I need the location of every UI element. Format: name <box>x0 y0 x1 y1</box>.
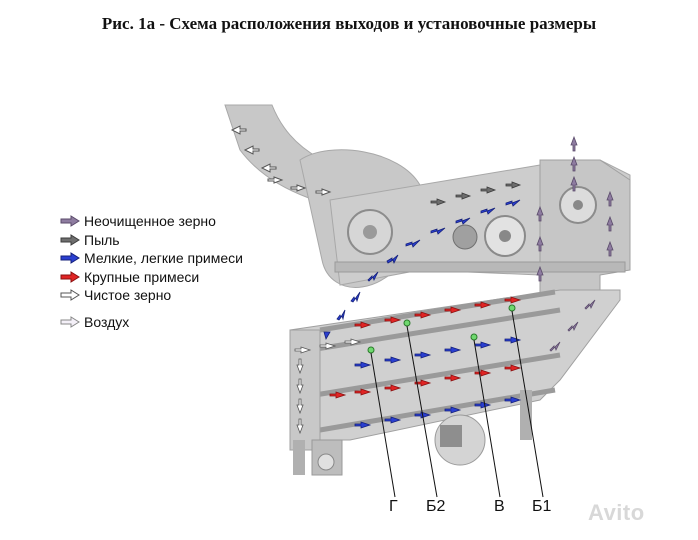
flow-coarse-impurities <box>329 296 522 399</box>
sieve-deck-4 <box>319 387 556 433</box>
frame-top-bar <box>334 261 626 273</box>
flow-small-impurities <box>354 336 522 429</box>
legend-label: Неочищенное зерно <box>84 213 216 230</box>
legend-label: Пыль <box>84 231 120 248</box>
legend-item-light-impurities: Мелкие, легкие примеси <box>60 249 243 268</box>
leg-left <box>293 440 305 475</box>
flow-dust <box>430 181 522 206</box>
callout-lines <box>370 310 544 498</box>
watermark-logo: Avito <box>588 500 645 525</box>
legend-item-raw-grain: Неочищенное зерно <box>60 212 243 231</box>
arrow-right-icon <box>60 315 80 328</box>
callout-b2: Б2 <box>426 498 446 515</box>
flow-air <box>230 125 332 196</box>
flow-light-impurities <box>323 199 521 341</box>
pulley-small <box>452 224 478 250</box>
callout-b1: Б1 <box>532 498 552 515</box>
arrow-right-icon <box>60 270 80 283</box>
arrow-right-icon <box>60 233 80 246</box>
flow-clean-grain <box>294 338 362 435</box>
arrow-right-icon <box>60 215 80 228</box>
leg-right <box>520 390 532 440</box>
outlet-markers <box>367 304 516 354</box>
arrow-right-icon <box>60 289 80 302</box>
legend-label: Воздух <box>84 313 130 330</box>
page-title: Рис. 1а - Схема расположения выходов и у… <box>101 14 597 33</box>
legend-label: Крупные примеси <box>84 268 200 285</box>
legend-item-clean-grain: Чистое зерно <box>60 286 243 305</box>
legend: Неочищенное зерно Пыль Мелкие, легкие пр… <box>60 212 243 331</box>
legend-label: Мелкие, легкие примеси <box>84 250 243 267</box>
legend-label: Чистое зерно <box>84 287 172 304</box>
legend-item-coarse-impurities: Крупные примеси <box>60 268 243 287</box>
legend-item-air: Воздух <box>60 313 243 332</box>
arrow-right-icon <box>60 252 80 265</box>
legend-item-dust: Пыль <box>60 231 243 250</box>
flow-raw-grain <box>536 135 614 352</box>
sieve-deck-3 <box>314 352 561 398</box>
callout-v: В <box>494 498 505 515</box>
callout-g: Г <box>389 498 398 515</box>
